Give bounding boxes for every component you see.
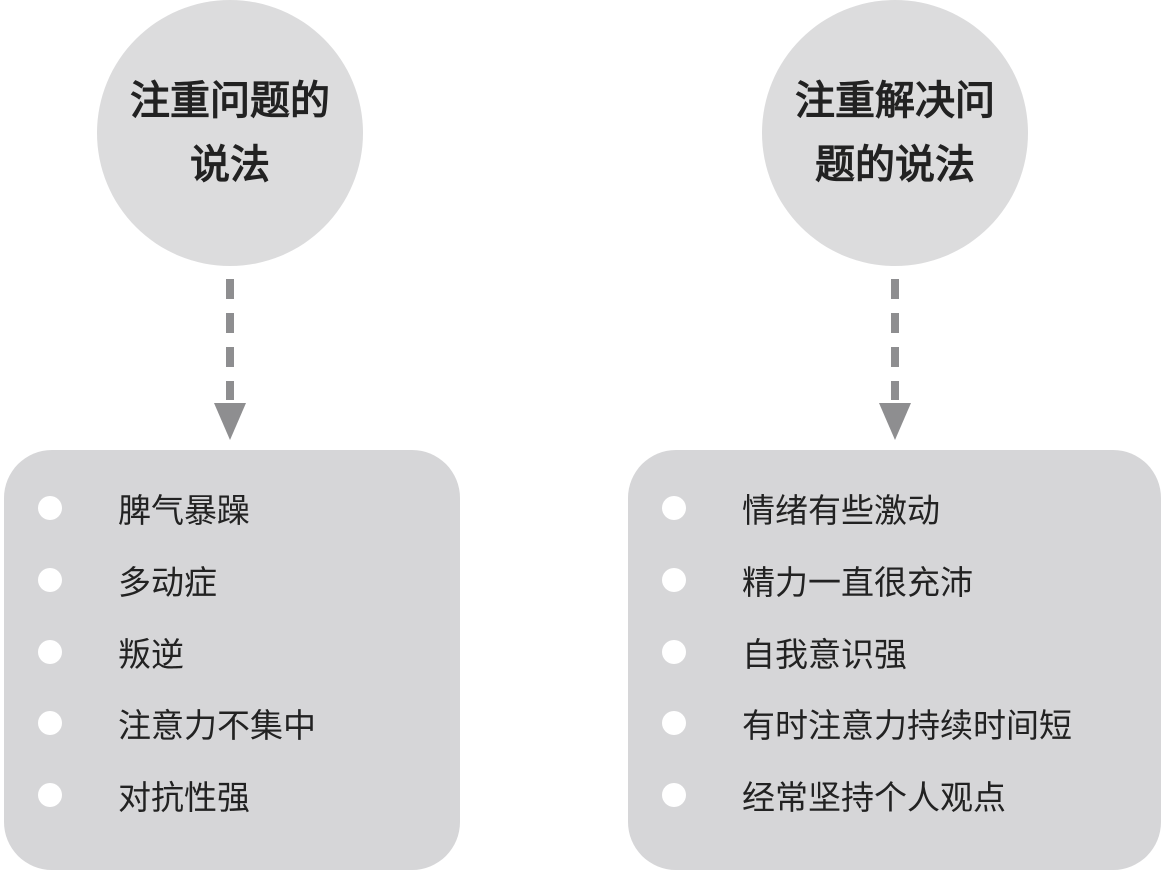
list-item: 脾气暴躁 (4, 483, 250, 533)
solution-focused-list: 情绪有些激动 精力一直很充沛 自我意识强 有时注意力持续时间短 经常坚持个人观点 (628, 450, 1161, 870)
list-item: 注意力不集中 (4, 698, 316, 748)
list-item: 精力一直很充沛 (628, 555, 973, 605)
bullet-icon (38, 496, 62, 520)
list-item: 多动症 (4, 555, 217, 605)
list-item: 经常坚持个人观点 (628, 770, 1006, 820)
bullet-icon (662, 711, 686, 735)
bullet-icon (662, 496, 686, 520)
bullet-icon (38, 783, 62, 807)
problem-focused-circle: 注重问题的说法 (97, 0, 363, 266)
list-item: 对抗性强 (4, 770, 250, 820)
dashed-arrow-left (214, 279, 246, 440)
list-item: 叛逆 (4, 627, 184, 677)
solution-focused-circle: 注重解决问题的说法 (762, 0, 1028, 266)
problem-focused-title: 注重问题的说法 (130, 77, 330, 188)
list-item: 有时注意力持续时间短 (628, 698, 1072, 748)
dashed-arrow-right (879, 279, 911, 440)
list-item: 情绪有些激动 (628, 483, 940, 533)
bullet-icon (662, 783, 686, 807)
bullet-icon (38, 568, 62, 592)
solution-focused-title: 注重解决问题的说法 (795, 77, 995, 188)
bullet-icon (38, 640, 62, 664)
bullet-icon (662, 568, 686, 592)
bullet-icon (38, 711, 62, 735)
problem-focused-list: 脾气暴躁 多动症 叛逆 注意力不集中 对抗性强 (4, 450, 460, 870)
bullet-icon (662, 640, 686, 664)
list-item: 自我意识强 (628, 627, 907, 677)
